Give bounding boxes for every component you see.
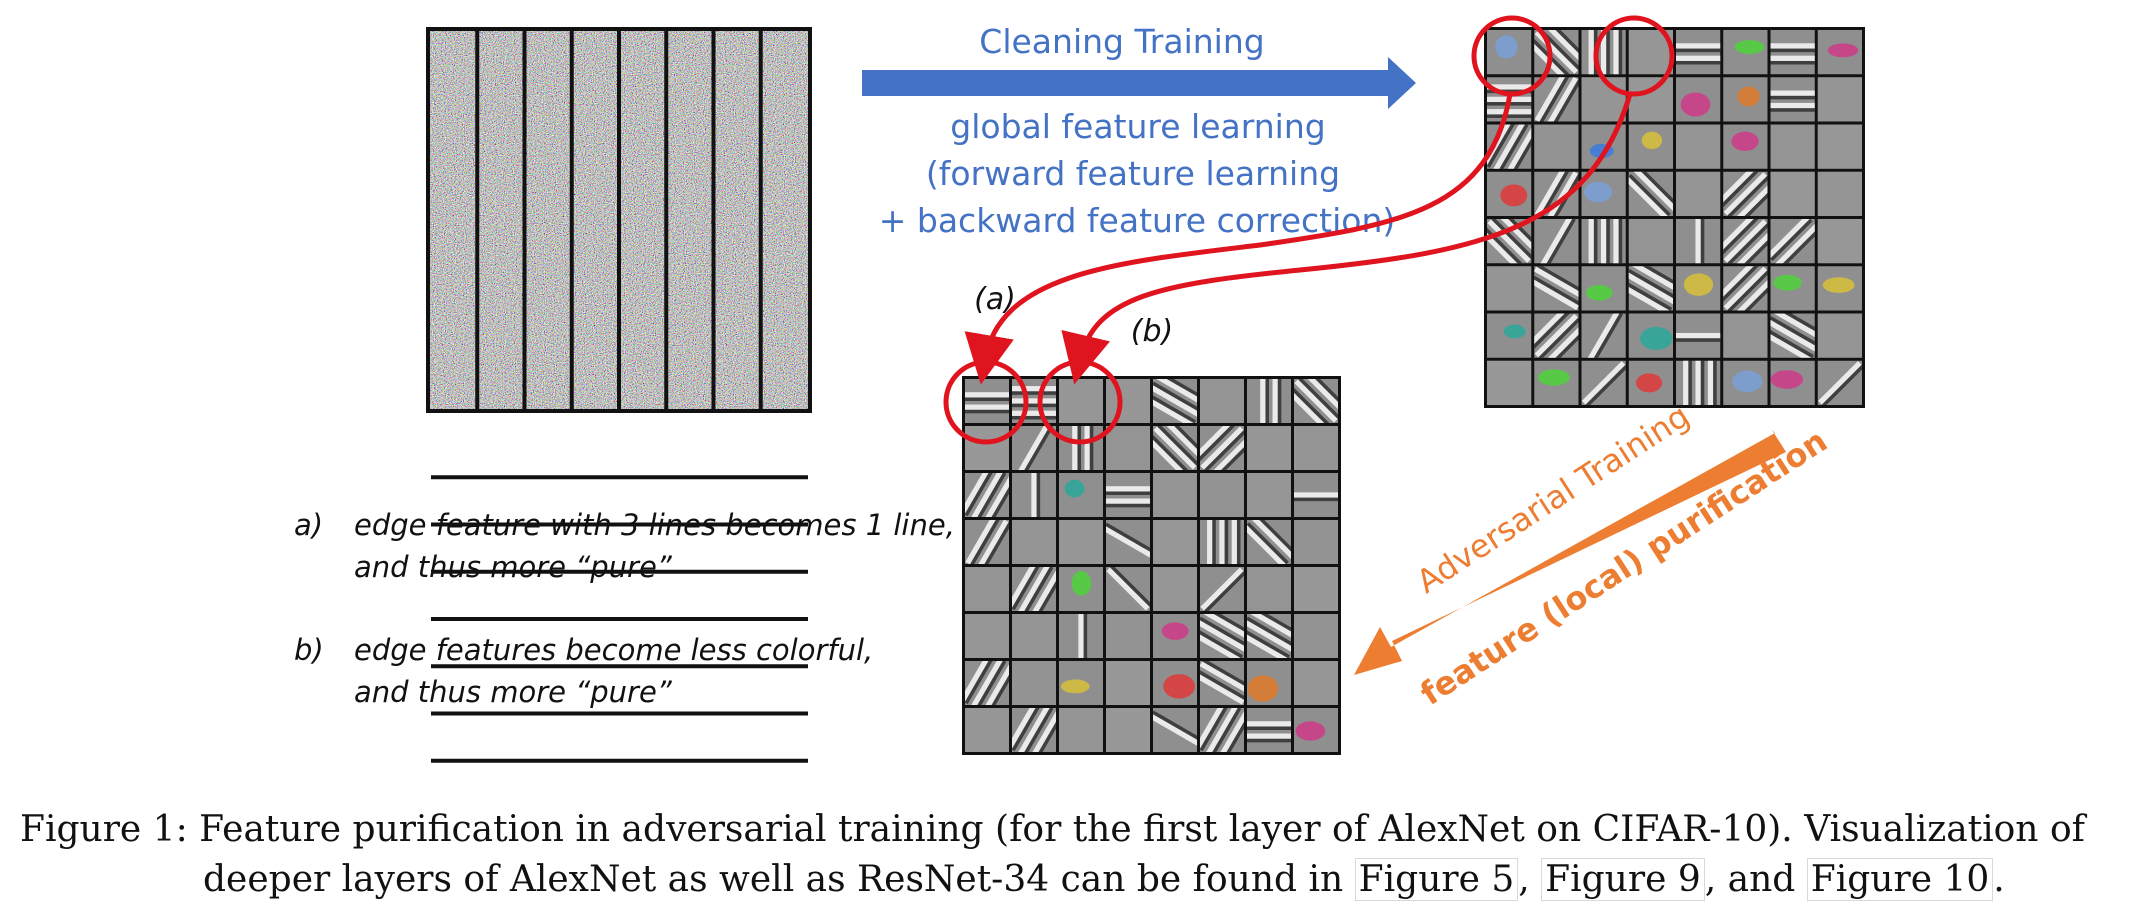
caption-sep-2: , and bbox=[1704, 859, 1807, 900]
adversarial-filter-grid bbox=[962, 376, 1341, 755]
clean-training-sub-2: (forward feature learning bbox=[926, 154, 1340, 193]
clean-training-title: Cleaning Training bbox=[979, 22, 1264, 61]
noise-filter-grid bbox=[426, 27, 812, 763]
adversarial-training-arrow bbox=[1354, 430, 1786, 675]
note-a-marker: a) bbox=[294, 508, 323, 542]
figure-10-link[interactable]: Figure 10 bbox=[1806, 858, 1994, 901]
caption-line-1: Figure 1: Feature purification in advers… bbox=[20, 809, 2085, 850]
caption-line-2: deeper layers of AlexNet as well as ResN… bbox=[203, 855, 2005, 905]
caption-sep-1: , bbox=[1518, 859, 1542, 900]
note-a-line-1: edge feature with 3 lines becomes 1 line… bbox=[354, 508, 955, 542]
caption-end: . bbox=[1993, 859, 2005, 900]
clean-training-sub-1: global feature learning bbox=[950, 107, 1325, 146]
note-b-line-1: edge features become less colorful, bbox=[354, 633, 873, 667]
curve-arrow-a bbox=[964, 93, 1513, 385]
curve-arrow-b bbox=[1061, 93, 1633, 385]
note-b-marker: b) bbox=[294, 633, 324, 667]
highlight-circle-clean-a bbox=[1471, 15, 1553, 97]
note-b-line-2: and thus more “pure” bbox=[354, 675, 673, 709]
notes-list: a) edge feature with 3 lines becomes 1 l… bbox=[294, 508, 955, 709]
clean-training-arrow bbox=[862, 57, 1416, 109]
clean-filter-grid bbox=[1484, 27, 1865, 408]
caption-line-2-text: deeper layers of AlexNet as well as ResN… bbox=[203, 859, 1355, 900]
callout-b: (b) bbox=[1131, 314, 1173, 349]
figure-9-link[interactable]: Figure 9 bbox=[1541, 858, 1705, 901]
highlight-circle-clean-b bbox=[1593, 15, 1675, 97]
callout-a: (a) bbox=[974, 282, 1016, 317]
note-a-line-2: and thus more “pure” bbox=[354, 550, 673, 584]
highlight-annotations bbox=[943, 15, 1675, 445]
figure-5-link[interactable]: Figure 5 bbox=[1354, 858, 1519, 901]
clean-training-sub-3: + backward feature correction) bbox=[879, 201, 1396, 240]
